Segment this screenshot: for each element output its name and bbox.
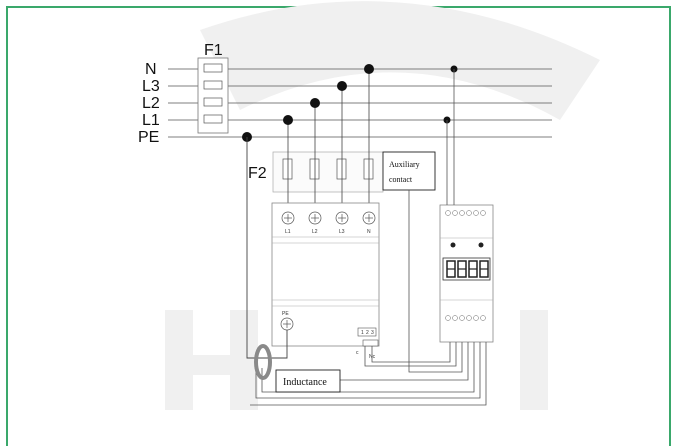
spd-module: L1 L2 L3 N PE 1 2 3 c Nc bbox=[271, 202, 380, 360]
spd-terminal-l3: L3 bbox=[339, 229, 345, 235]
spd-terminal-l2: L2 bbox=[312, 229, 318, 235]
junction-dots bbox=[242, 64, 458, 142]
contact-c: c bbox=[356, 350, 359, 356]
label-l3: L3 bbox=[142, 78, 160, 95]
spd-terminal-n: N bbox=[367, 229, 371, 235]
current-transformer-ring bbox=[254, 344, 272, 380]
label-pe: PE bbox=[138, 129, 159, 146]
monitor-wires bbox=[250, 69, 487, 406]
label-f2: F2 bbox=[248, 165, 267, 182]
label-f1: F1 bbox=[204, 42, 223, 59]
pe-wire bbox=[246, 137, 288, 359]
inductance-label: Inductance bbox=[283, 377, 327, 388]
label-l1: L1 bbox=[142, 112, 160, 129]
label-n: N bbox=[145, 61, 157, 78]
aux-line2: contact bbox=[389, 175, 413, 184]
label-l2: L2 bbox=[142, 95, 160, 112]
fuse-block-f1 bbox=[197, 57, 229, 134]
auxiliary-contact-box: Auxiliary contact bbox=[382, 151, 436, 191]
inductance-box: Inductance bbox=[275, 369, 341, 393]
monitor-module bbox=[439, 204, 494, 343]
contact-1: 1 bbox=[361, 330, 364, 336]
bus-lines bbox=[168, 68, 552, 138]
contact-2: 2 bbox=[366, 330, 369, 336]
watermark bbox=[165, 1, 600, 410]
aux-line1: Auxiliary bbox=[389, 160, 420, 169]
spd-terminal-l1: L1 bbox=[285, 229, 291, 235]
spd-terminal-pe: PE bbox=[282, 311, 289, 317]
contact-3: 3 bbox=[371, 330, 374, 336]
seven-segment-display bbox=[442, 257, 491, 281]
fuse-block-f2 bbox=[272, 151, 384, 193]
phase-wires bbox=[287, 69, 370, 205]
